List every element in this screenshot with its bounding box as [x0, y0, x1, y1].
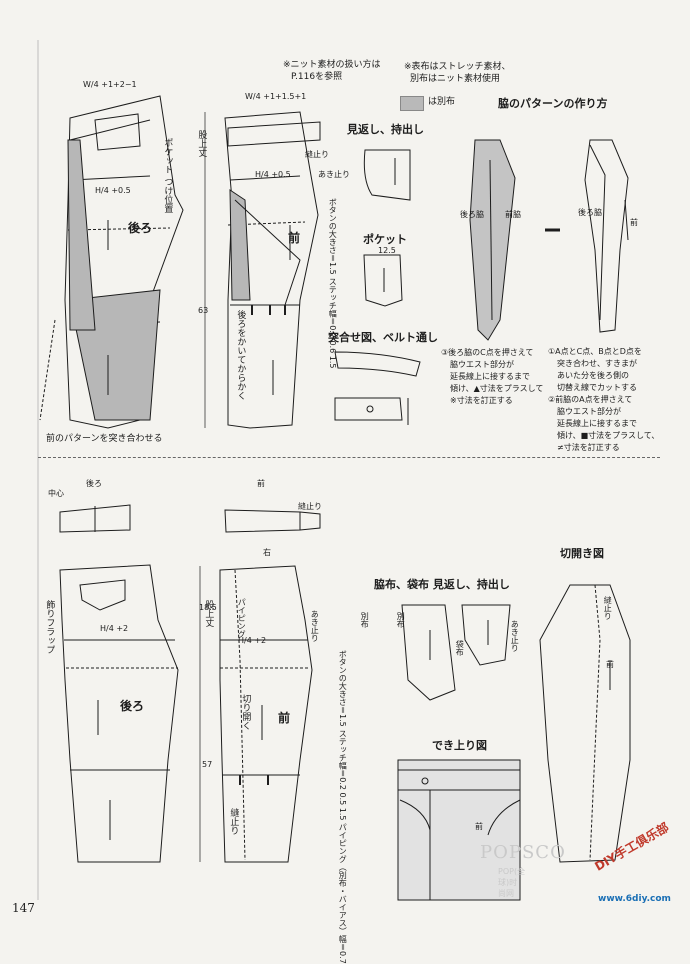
bottom-front-pattern: [199, 565, 313, 863]
bottom-front-label: 前: [278, 711, 291, 725]
pocket-width: 12.5: [378, 246, 396, 255]
stitch-end-label-d: 縫止り: [603, 596, 613, 620]
step2-line5: ≠寸法を訂正する: [557, 443, 620, 452]
length-57: 57: [202, 760, 213, 769]
facing-pattern: [363, 149, 411, 201]
pocket-position-label: ポケット つけ位置: [162, 138, 173, 213]
pocket-heading: ポケット: [363, 233, 407, 246]
step3-line2: 脇ウエスト部分が: [450, 360, 514, 369]
diy-logo: DIY手工俱乐部 www.6diy.com: [592, 820, 672, 904]
pocket-pattern: [363, 254, 403, 307]
front-side-label-2: 前: [630, 218, 638, 227]
cut-open-pattern: [539, 584, 631, 863]
contrast-fabric-label: は別布: [428, 97, 456, 107]
bottom-back-waistband: [59, 504, 131, 533]
decor-flap-label: 飾りフラップ: [44, 600, 55, 654]
assembly-heading: 突合せ図、ベルト通し: [328, 331, 438, 344]
bottom-pocket-pattern: [401, 604, 511, 701]
step3-line5: ※寸法を訂正する: [450, 396, 513, 405]
finished-heading: でき上り図: [432, 739, 487, 752]
separate-fabric-label: 別布: [360, 612, 370, 628]
hip-formula-bottom-front: H/4 +2: [238, 636, 267, 645]
side-bag-heading: 脇布、袋布 見返し、持出し: [374, 578, 510, 591]
piping-label: パイピング: [237, 598, 247, 638]
length-18-5: 18.5: [199, 603, 217, 612]
pattern-drawings: [37, 40, 631, 901]
facing-heading: 見返し、持出し: [347, 123, 424, 136]
bottom-front-waistband: [224, 509, 321, 533]
top-front-pattern: [204, 111, 321, 429]
stretch-note-1: ※表布はストレッチ素材、: [404, 62, 511, 72]
hip-formula-back: H/4 +0.5: [95, 186, 131, 195]
top-front-label: 前: [288, 231, 301, 245]
separate-fabric-label-2: 別布: [396, 612, 406, 628]
finished-front-label: 前: [475, 822, 483, 831]
section-divider: [38, 457, 660, 458]
step1-line1: ①A点とC点、B点とD点を: [548, 347, 642, 356]
step1-line2: 突き合わせ、すきまが: [557, 359, 637, 368]
top-back-formula: W/4 +1+2−1: [83, 80, 137, 89]
knit-note-1: ※ニット素材の扱い方は: [283, 60, 381, 70]
back-side-label: 後ろ脇: [460, 210, 484, 219]
stretch-note-2: 別布はニット素材使用: [410, 74, 501, 84]
step1-line4: 切替え線でカットする: [557, 383, 637, 392]
top-front-formula: W/4 +1+1.5+1: [245, 92, 307, 101]
step2-line4: 傾け、■寸法をプラスして、: [557, 431, 660, 440]
top-back-label: 後ろ: [128, 221, 153, 235]
knit-note-2: P.116を参照: [291, 72, 343, 82]
stitch-end-label-c: 縫止り: [228, 808, 239, 835]
cut-open-heading: 切開き図: [560, 547, 604, 560]
right-label: 右: [263, 548, 271, 557]
match-front-note: 前のパターンを突き合わせる: [46, 434, 163, 444]
opening-end-label-b: あき止り: [310, 610, 320, 642]
top-back-pattern: [39, 95, 184, 429]
cut-open-front-label: 前: [606, 660, 614, 669]
step3-line4: 傾け、▲寸法をプラスして: [450, 384, 544, 393]
back-cut-note: 後ろをかいてからかく: [235, 310, 246, 400]
back-side-label-2: 後ろ脇: [578, 208, 602, 217]
step3-line1: ③後ろ脇のC点を押さえて: [441, 348, 534, 357]
hip-formula-bottom-back: H/4 +2: [100, 624, 129, 633]
front-waistband-label: 前: [257, 479, 265, 488]
center-label: 中心: [48, 489, 64, 498]
step3-line3: 延長線上に接するまで: [450, 372, 530, 381]
bottom-back-pattern: [59, 564, 179, 863]
button-size-note: ボタンの大きさ＝1.5 ステッチ幅＝0.2 0.6 1.5: [328, 198, 338, 369]
side-pattern-left: [469, 139, 516, 341]
hip-formula-front: H/4 +0.5: [255, 170, 291, 179]
back-waistband-label: 後ろ: [86, 479, 102, 488]
crotch-depth-label: 股上丈: [196, 130, 207, 157]
opening-end-label: あき止り: [318, 170, 350, 179]
stitch-end-label: 縫止り: [305, 150, 329, 159]
contrast-fabric-swatch: [400, 96, 424, 111]
side-pattern-heading: 脇のパターンの作り方: [498, 97, 608, 110]
cut-open-label: 切り開く: [240, 694, 251, 730]
belt-loop-pattern: [334, 351, 421, 425]
pocket-bag-label: 袋布: [455, 640, 465, 656]
front-side-label: 前脇: [505, 210, 521, 219]
step1-line3: あいた分を後ろ側の: [557, 371, 629, 380]
bottom-back-label: 後ろ: [120, 699, 145, 713]
side-pattern-right: [584, 139, 629, 333]
length-63: 63: [198, 306, 209, 315]
opening-end-label-c: あき止り: [510, 620, 520, 652]
page-number: 147: [12, 901, 35, 915]
finished-illustration: [397, 759, 521, 901]
crotch-depth-label-b: 股上丈: [203, 600, 214, 627]
step2-line2: 脇ウエスト部分が: [557, 407, 621, 416]
step2-line1: ②前脇のA点を押さえて: [548, 395, 633, 404]
stitch-end-label-b: 縫止り: [298, 502, 322, 511]
button-size-note-b: ボタンの大きさ＝1.5 ステッチ幅＝0.2 0.5 1.5 パイピング（別布・バ…: [338, 650, 348, 964]
step2-line3: 延長線上に接するまで: [557, 419, 637, 428]
pattern-sheet: ※ニット素材の扱い方は P.116を参照 ※表布はストレッチ素材、 別布はニット…: [12, 40, 672, 964]
